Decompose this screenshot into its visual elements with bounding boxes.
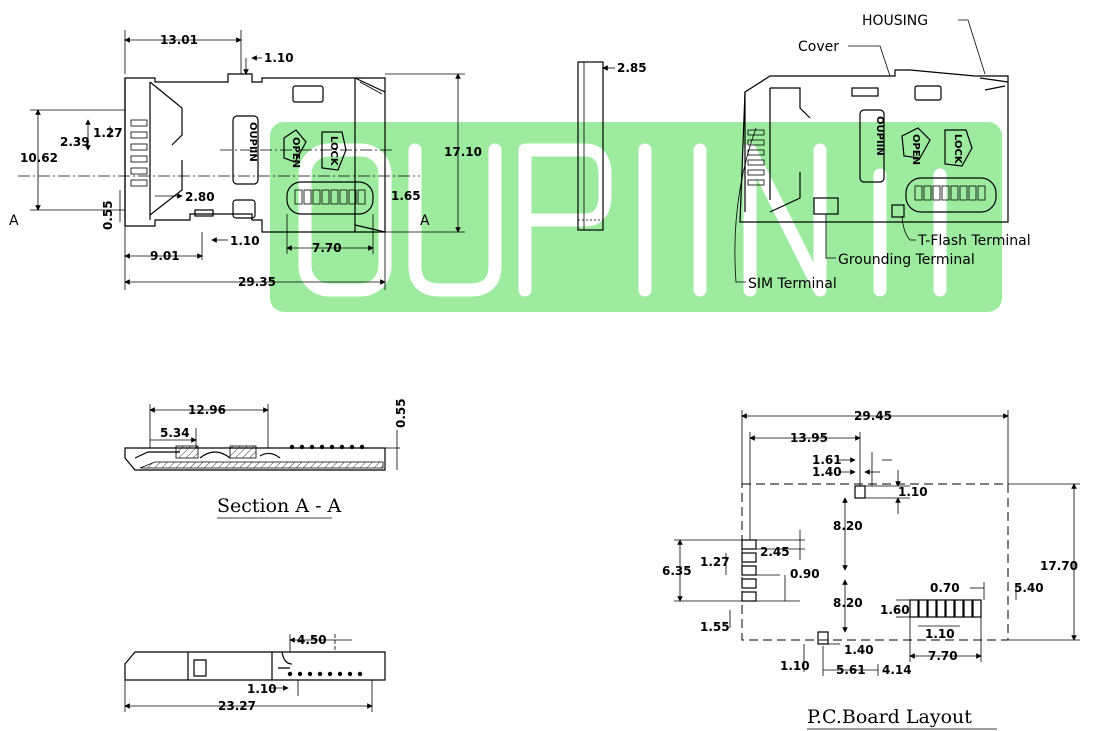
pcb-dim-1-10-bottom: 1.10 — [780, 659, 810, 673]
section-dim-0-55: 0.55 — [394, 398, 408, 428]
iso-open-stamp: OPEN — [910, 134, 921, 165]
pcb-dim-29-45: 29.45 — [854, 409, 892, 423]
iso-view: OUPIIN OPEN LOCK HOUSING Cover T-Flash T… — [734, 13, 1031, 292]
dim-1-27: 1.27 — [93, 126, 123, 140]
pcb-tflash-pads — [909, 599, 982, 618]
pcb-dim-1-61: 1.61 — [812, 453, 842, 467]
pcb-dim-6-35: 6.35 — [662, 564, 692, 578]
iso-lock-stamp: LOCK — [952, 134, 963, 165]
top-open-stamp: OPEN — [290, 137, 301, 168]
side-dim-2-85: 2.85 — [617, 61, 647, 75]
dim-10-62: 10.62 — [20, 151, 58, 165]
dim-1-65: 1.65 — [391, 189, 421, 203]
dim-1-10-top: 1.10 — [264, 51, 294, 65]
label-cover: Cover — [798, 39, 839, 55]
dim-2-80: 2.80 — [185, 190, 215, 204]
pcb-dim-7-70: 7.70 — [928, 649, 958, 663]
pcb-dim-0-90: 0.90 — [790, 567, 820, 581]
iso-brand-stamp: OUPIIN — [874, 116, 885, 156]
label-grounding-terminal: Grounding Terminal — [838, 252, 975, 268]
label-sim-terminal: SIM Terminal — [748, 276, 837, 292]
pcb-dim-1-10-top: 1.10 — [898, 485, 928, 499]
label-housing: HOUSING — [862, 13, 928, 29]
pcb-bottom-ground-pad — [817, 631, 829, 645]
pcb-dim-2-45: 2.45 — [760, 545, 790, 559]
side-view: 2.85 — [577, 61, 647, 231]
pcb-dim-1-40-bottom: 1.40 — [844, 643, 874, 657]
top-view-dimensions: 13.01 1.10 10.62 2.39 1.27 0.55 2.80 17.… — [20, 30, 482, 290]
pcb-dim-0-70: 0.70 — [930, 581, 960, 595]
bottom-view: 4.50 1.10 23.27 — [124, 633, 386, 713]
section-mark-right: A — [420, 213, 430, 229]
pcb-dim-5-61: 5.61 — [836, 663, 866, 677]
pcb-dim-1-55: 1.55 — [700, 620, 730, 634]
top-view: OUPIIN OPEN LOCK A A 13.01 1.10 10.62 2.… — [9, 30, 482, 290]
dim-29-35: 29.35 — [238, 275, 276, 289]
pcb-top-ground-pad — [854, 485, 866, 499]
section-a-a: 12.96 5.34 0.55 Section A - A — [124, 398, 408, 519]
pcb-dim-8-20-top: 8.20 — [833, 519, 863, 533]
pcb-dim-1-27: 1.27 — [700, 555, 730, 569]
pcb-dim-1-10-mid: 1.10 — [925, 627, 955, 641]
dim-17-10: 17.10 — [444, 145, 482, 159]
pcb-dim-1-60: 1.60 — [880, 603, 910, 617]
dim-0-55: 0.55 — [101, 200, 115, 230]
pcb-dim-17-70: 17.70 — [1040, 559, 1078, 573]
pcb-dim-1-40-top: 1.40 — [812, 465, 842, 479]
pcb-caption: P.C.Board Layout — [807, 706, 972, 728]
sim-contacts — [130, 119, 148, 187]
dim-13-01: 13.01 — [160, 33, 198, 47]
dim-7-70: 7.70 — [312, 241, 342, 255]
section-mark-left: A — [9, 213, 19, 229]
bottom-dim-23-27: 23.27 — [218, 699, 256, 713]
dim-9-01: 9.01 — [150, 249, 180, 263]
pcb-sim-pads — [741, 539, 757, 602]
label-tflash-terminal: T-Flash Terminal — [917, 233, 1031, 249]
pcb-dim-8-20-bottom: 8.20 — [833, 596, 863, 610]
bottom-dim-4-50: 4.50 — [297, 633, 327, 647]
section-caption: Section A - A — [217, 495, 342, 517]
top-lock-stamp: LOCK — [328, 136, 339, 167]
pcb-layout: 29.45 13.95 1.61 1.40 1.10 8.20 2.45 6.3… — [662, 409, 1080, 730]
pcb-dim-5-40: 5.40 — [1014, 581, 1044, 595]
dim-1-10-bottom: 1.10 — [230, 234, 260, 248]
top-brand-stamp: OUPIIN — [247, 122, 258, 162]
bottom-dim-1-10: 1.10 — [247, 682, 277, 696]
pcb-dim-4-14: 4.14 — [882, 663, 912, 677]
top-chip-stamps: OUPIIN OPEN LOCK — [232, 115, 347, 185]
pcb-dim-13-95: 13.95 — [790, 431, 828, 445]
section-dim-5-34: 5.34 — [160, 426, 190, 440]
dim-2-39: 2.39 — [60, 135, 90, 149]
section-dim-12-96: 12.96 — [188, 403, 226, 417]
